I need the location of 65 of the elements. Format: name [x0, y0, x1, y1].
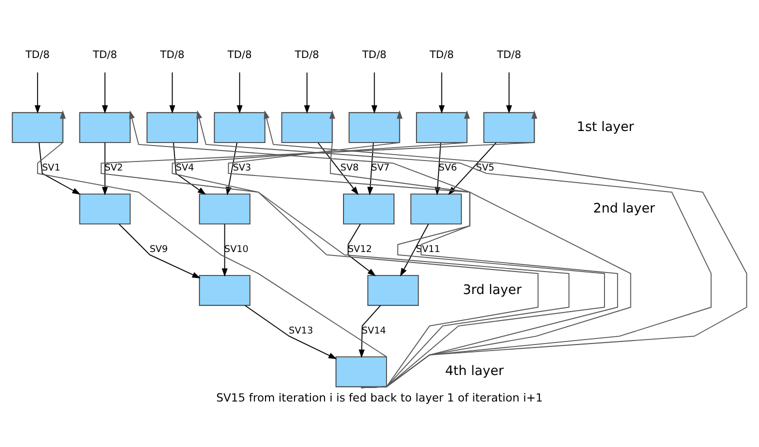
- node-text: TD/8: [496, 49, 522, 62]
- arrow: [228, 110, 605, 388]
- arrow: [118, 224, 201, 278]
- label: 1st layer: [576, 120, 634, 136]
- node-box: [336, 356, 387, 388]
- node-box: [410, 194, 462, 224]
- edge-label: SV4: [176, 162, 194, 174]
- arrow: [172, 110, 570, 388]
- node-box: [348, 112, 400, 144]
- edge-label: SV1: [42, 162, 60, 174]
- arrow: [102, 72, 108, 114]
- node-box: [198, 194, 250, 224]
- node-box: [12, 112, 64, 144]
- node-box: [416, 112, 468, 144]
- arrow: [304, 72, 310, 114]
- node-text: TD/8: [362, 49, 386, 62]
- node-box: [483, 112, 535, 144]
- node-text: TD/8: [25, 49, 50, 62]
- arrow: [348, 224, 376, 276]
- node-text: TD/8: [228, 49, 252, 62]
- arrow: [358, 304, 381, 358]
- node-box: [79, 112, 131, 144]
- arrow: [100, 110, 539, 388]
- node-box: [214, 112, 266, 144]
- edge-label: SV8: [340, 162, 359, 174]
- edge-label: SV5: [476, 162, 494, 174]
- node-box: [198, 274, 250, 306]
- node-text: TD/8: [430, 49, 454, 62]
- arrow: [169, 72, 176, 114]
- node-box: [146, 112, 198, 144]
- arrow: [264, 110, 748, 388]
- edge-label: SV9: [150, 244, 168, 256]
- arrow: [367, 142, 374, 196]
- label: 2nd layer: [593, 201, 656, 216]
- arrow: [371, 72, 378, 114]
- label: 3rd layer: [462, 282, 522, 298]
- label: 4th layer: [445, 364, 504, 380]
- node-text: TD/8: [92, 49, 118, 62]
- node-text: TD/8: [160, 49, 184, 62]
- edge-label: SV12: [348, 244, 372, 256]
- edge-label: SV13: [288, 325, 314, 336]
- caption: SV15 from iteration i is fed back to layer 1 of iteration i+1: [216, 391, 543, 404]
- arrow: [244, 305, 337, 360]
- arrow: [329, 110, 618, 388]
- edge-label: SV6: [438, 162, 457, 174]
- arrow: [37, 110, 387, 388]
- arrow: [38, 142, 81, 195]
- node-box: [343, 194, 394, 224]
- node-text: TD/8: [294, 49, 320, 62]
- arrow: [129, 110, 632, 388]
- node-box: [281, 112, 333, 144]
- arrow: [102, 142, 108, 196]
- edge-label: SV14: [362, 325, 386, 336]
- arrow: [222, 224, 228, 277]
- arrow: [506, 72, 512, 114]
- node-box: [367, 274, 419, 306]
- node-box: [79, 194, 131, 224]
- arrow: [236, 72, 243, 114]
- arrow: [34, 72, 41, 114]
- arrow: [196, 110, 712, 388]
- arrow: [438, 72, 445, 114]
- arrow: [318, 142, 359, 196]
- arrow: [173, 142, 206, 195]
- edge-label: SV3: [232, 162, 252, 174]
- edge-label: SV10: [224, 244, 248, 256]
